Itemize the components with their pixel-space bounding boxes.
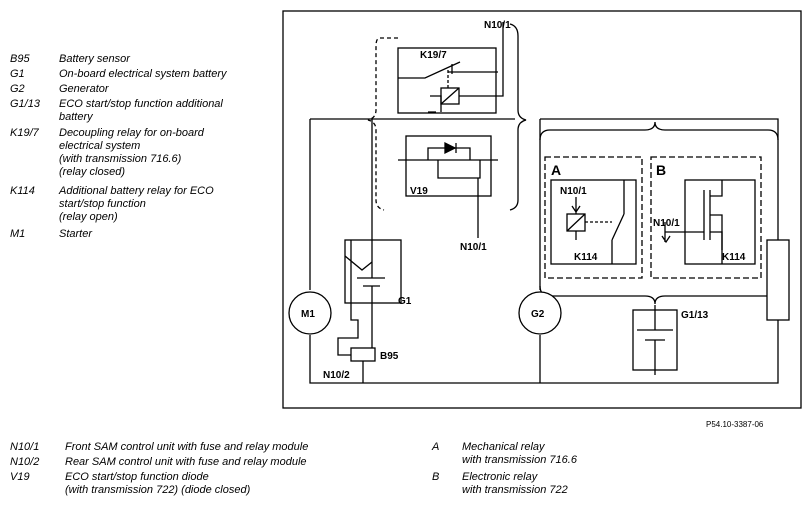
k19-7-box <box>397 47 497 114</box>
label-m1: M1 <box>301 309 315 320</box>
label-n10-1-mid: N10/1 <box>460 242 487 253</box>
bottom-brace <box>539 285 779 305</box>
legend-code: B <box>432 471 440 483</box>
k114-a-contact <box>611 180 625 264</box>
resistor <box>766 239 790 321</box>
legend-code: G1 <box>10 68 25 80</box>
legend-desc: Generator <box>59 83 109 95</box>
legend-code: M1 <box>10 228 26 240</box>
legend-item-g1: G1 On-board electrical system battery <box>10 68 280 82</box>
k114-b-mosfet-gate <box>703 190 711 240</box>
label-section-b: B <box>656 162 666 178</box>
diagram-frame <box>282 10 802 409</box>
m1-circle <box>288 291 332 335</box>
legend-code: K114 <box>10 185 35 197</box>
legend-code: N10/1 <box>10 441 40 453</box>
label-n10-1-b: N10/1 <box>653 218 680 229</box>
left-brace <box>367 37 398 211</box>
wire-bottom <box>309 320 779 384</box>
g1-box <box>344 239 402 304</box>
v19-diode <box>444 141 457 155</box>
label-g1: G1 <box>398 296 412 307</box>
legend-code: G1/13 <box>10 98 40 110</box>
legend-code: G2 <box>10 83 25 95</box>
wire-right-top <box>540 118 779 240</box>
legend-item-n10-1: N10/1 Front SAM control unit with fuse a… <box>10 441 400 455</box>
label-g2: G2 <box>531 309 545 320</box>
k114-a-input <box>571 197 581 214</box>
legend-desc: Front SAM control unit with fuse and rel… <box>65 441 309 453</box>
label-section-a: A <box>551 162 561 178</box>
legend-desc: ECO start/stop function diode (with tran… <box>65 471 251 496</box>
k19-7-coil-ground <box>428 95 442 113</box>
k114-b-input <box>661 222 704 244</box>
wiring-diagram: N10/1 K19/7 V19 N10/1 G1 B95 N10/2 M1 G2… <box>282 10 802 409</box>
legend-desc: Starter <box>59 228 93 240</box>
legend-item-b95: B95 Battery sensor <box>10 53 280 67</box>
g1-13-plates <box>637 305 673 375</box>
legend-desc: Battery sensor <box>59 53 130 65</box>
legend-item-g1-13: G1/13 ECO start/stop function additional… <box>10 98 280 126</box>
legend-code: B95 <box>10 53 30 65</box>
b95-sense-wire <box>337 240 359 356</box>
legend-item-k114: K114 Additional battery relay for ECO st… <box>10 185 280 226</box>
label-n10-1-a: N10/1 <box>560 186 587 197</box>
k19-7-coil-slash <box>440 87 460 105</box>
legend-desc: On-board electrical system battery <box>59 68 227 80</box>
b95-box <box>350 347 376 362</box>
legend-desc: Rear SAM control unit with fuse and rela… <box>65 456 307 468</box>
label-v19: V19 <box>410 186 428 197</box>
legend-code: N10/2 <box>10 456 40 468</box>
v19-box <box>405 135 492 197</box>
legend-item-n10-2: N10/2 Rear SAM control unit with fuse an… <box>10 456 400 470</box>
k114-a-coil-slash <box>566 213 586 232</box>
right-brace <box>509 23 527 211</box>
legend-item-m1: M1 Starter <box>10 228 280 242</box>
g1-plates <box>357 277 385 287</box>
legend-code: K19/7 <box>10 127 39 139</box>
label-n10-2: N10/2 <box>323 370 350 381</box>
legend-item-b: B Electronic relay with transmission 722 <box>432 471 682 499</box>
g1-symbol <box>344 255 373 271</box>
k114-b-mosfet-body <box>710 214 723 250</box>
label-b95: B95 <box>380 351 399 362</box>
section-a-inner <box>550 179 637 265</box>
section-b-box <box>650 156 762 279</box>
legend-code: A <box>432 441 440 453</box>
legend-desc: Electronic relay with transmission 722 <box>462 471 568 496</box>
top-brace <box>539 121 779 141</box>
figure-reference: P54.10-3387-06 <box>706 420 764 429</box>
legend-code: V19 <box>10 471 30 483</box>
k19-7-control-wire <box>459 22 504 97</box>
legend-desc: Mechanical relay with transmission 716.6 <box>462 441 577 466</box>
label-k19-7: K19/7 <box>420 50 447 61</box>
section-b-inner <box>684 179 756 265</box>
legend-desc: Additional battery relay for ECO start/s… <box>59 185 214 223</box>
k114-b-mosfet-leads <box>710 180 723 264</box>
legend-item-g2: G2 Generator <box>10 83 280 97</box>
legend-desc: ECO start/stop function additional batte… <box>59 98 223 123</box>
k19-7-contact <box>398 61 498 79</box>
legend-item-k19-7: K19/7 Decoupling relay for on-board elec… <box>10 127 280 181</box>
label-k114-a: K114 <box>574 252 598 263</box>
g2-circle <box>518 291 562 335</box>
legend-item-a: A Mechanical relay with transmission 716… <box>432 441 682 469</box>
label-k114-b: K114 <box>722 252 746 263</box>
label-n10-1-top: N10/1 <box>484 20 511 31</box>
v19-lower <box>437 160 481 179</box>
legend-desc: Decoupling relay for on-board electrical… <box>59 127 204 178</box>
section-a-box <box>544 156 643 279</box>
label-g1-13: G1/13 <box>681 310 709 321</box>
legend-item-v19: V19 ECO start/stop function diode (with … <box>10 471 400 499</box>
